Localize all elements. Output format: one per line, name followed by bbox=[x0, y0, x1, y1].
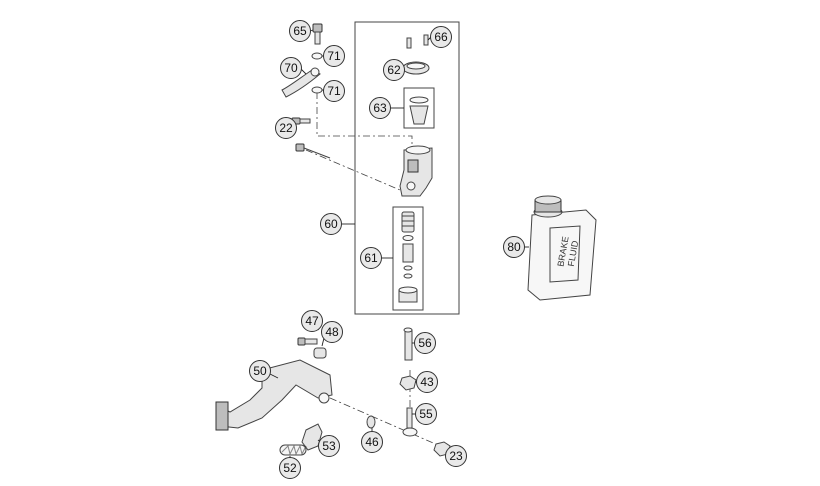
part-70-hose-holder bbox=[281, 67, 321, 98]
svg-text:62: 62 bbox=[387, 63, 401, 77]
part-long-bolt bbox=[295, 143, 331, 159]
part-50-brake-pedal bbox=[215, 359, 333, 431]
svg-text:53: 53 bbox=[322, 439, 336, 453]
svg-text:65: 65 bbox=[293, 24, 307, 38]
callout-46: 46 bbox=[361, 431, 383, 453]
callout-70: 70 bbox=[280, 57, 302, 79]
svg-text:50: 50 bbox=[253, 364, 267, 378]
part-61-piston-kit bbox=[398, 211, 418, 303]
svg-text:61: 61 bbox=[364, 251, 378, 265]
part-71-washer-lower bbox=[311, 86, 323, 94]
part-63-diaphragm bbox=[409, 96, 429, 125]
svg-text:66: 66 bbox=[434, 30, 448, 44]
svg-text:52: 52 bbox=[283, 461, 297, 475]
svg-text:60: 60 bbox=[324, 217, 338, 231]
leader-lines bbox=[269, 29, 529, 458]
callout-53: 53 bbox=[318, 435, 340, 457]
svg-text:70: 70 bbox=[284, 61, 298, 75]
svg-text:48: 48 bbox=[325, 325, 339, 339]
callout-65: 65 bbox=[289, 20, 311, 42]
svg-text:22: 22 bbox=[279, 121, 293, 135]
part-43-nut bbox=[399, 375, 417, 391]
svg-text:71: 71 bbox=[327, 49, 341, 63]
assembly-line-bolt bbox=[305, 149, 401, 191]
svg-text:80: 80 bbox=[507, 240, 521, 254]
callout-48: 48 bbox=[321, 321, 343, 343]
callout-50: 50 bbox=[249, 360, 271, 382]
callout-71-upper: 71 bbox=[323, 45, 345, 67]
part-62-reservoir-cap bbox=[402, 61, 430, 75]
callout-61: 61 bbox=[360, 247, 382, 269]
callout-62: 62 bbox=[383, 59, 405, 81]
svg-text:46: 46 bbox=[365, 435, 379, 449]
callout-80: 80 bbox=[503, 236, 525, 258]
svg-text:71: 71 bbox=[327, 84, 341, 98]
svg-text:23: 23 bbox=[449, 449, 463, 463]
svg-text:43: 43 bbox=[420, 375, 434, 389]
callout-56: 56 bbox=[414, 332, 436, 354]
part-60-master-cylinder bbox=[399, 145, 433, 197]
callout-55: 55 bbox=[415, 403, 437, 425]
assembly-frame-60 bbox=[354, 21, 460, 315]
callout-43: 43 bbox=[416, 371, 438, 393]
assembly-frame-61 bbox=[392, 206, 424, 311]
callout-66: 66 bbox=[430, 26, 452, 48]
part-66-pins bbox=[406, 34, 429, 49]
assembly-line-clevis bbox=[316, 92, 413, 150]
part-65-bolt bbox=[312, 23, 323, 45]
part-52-spring bbox=[279, 444, 307, 456]
assembly-line-pedal-axle bbox=[329, 397, 441, 447]
svg-text:63: 63 bbox=[373, 101, 387, 115]
bottle-label-line2: FLUID bbox=[566, 239, 580, 267]
callout-22: 22 bbox=[275, 117, 297, 139]
part-47-screw bbox=[297, 337, 318, 346]
svg-text:56: 56 bbox=[418, 336, 432, 350]
part-56-pushrod bbox=[403, 327, 413, 361]
callout-23: 23 bbox=[445, 445, 467, 467]
callout-60: 60 bbox=[320, 213, 342, 235]
part-80-brake-fluid-bottle: BRAKE FLUID bbox=[527, 195, 597, 301]
part-71-washer-upper bbox=[311, 52, 323, 60]
svg-text:47: 47 bbox=[305, 314, 319, 328]
callout-52: 52 bbox=[279, 457, 301, 479]
part-48-bushing bbox=[313, 347, 327, 359]
callout-47: 47 bbox=[301, 310, 323, 332]
part-46-washer bbox=[366, 415, 376, 429]
svg-text:55: 55 bbox=[419, 407, 433, 421]
part-55-pin bbox=[402, 407, 418, 437]
callout-71-lower: 71 bbox=[323, 80, 345, 102]
callout-63: 63 bbox=[369, 97, 391, 119]
